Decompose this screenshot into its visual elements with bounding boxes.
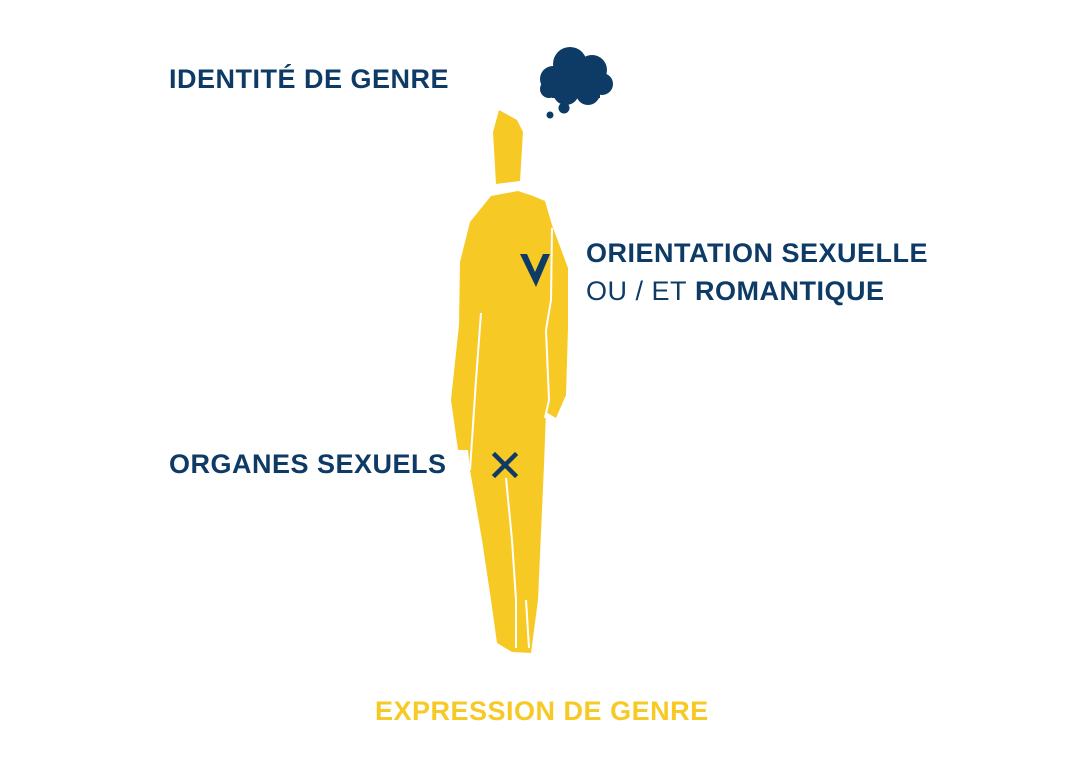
orientation-line-1: ORIENTATION SEXUELLE <box>586 238 929 268</box>
sexual-orientation-label: ORIENTATION SEXUELLE <box>586 240 928 267</box>
gender-identity-label: IDENTITÉ DE GENRE <box>169 64 450 94</box>
gender-expression-label: EXPRESSION DE GENRE <box>375 696 709 726</box>
sexual-organs-label: ORGANES SEXUELS <box>169 449 447 479</box>
orientation-connector: OU / ET <box>586 276 688 306</box>
person-body <box>451 191 568 653</box>
cross-mark-icon <box>491 451 519 479</box>
person-silhouette <box>451 110 568 653</box>
orientation-romantic: ROMANTIQUE <box>695 276 885 306</box>
romantic-orientation-label: OU / ET ROMANTIQUE <box>586 278 885 305</box>
thought-cloud-icon <box>540 47 613 119</box>
body-outline-lines <box>469 227 553 649</box>
person-head <box>493 110 523 184</box>
heart-icon <box>520 254 550 287</box>
